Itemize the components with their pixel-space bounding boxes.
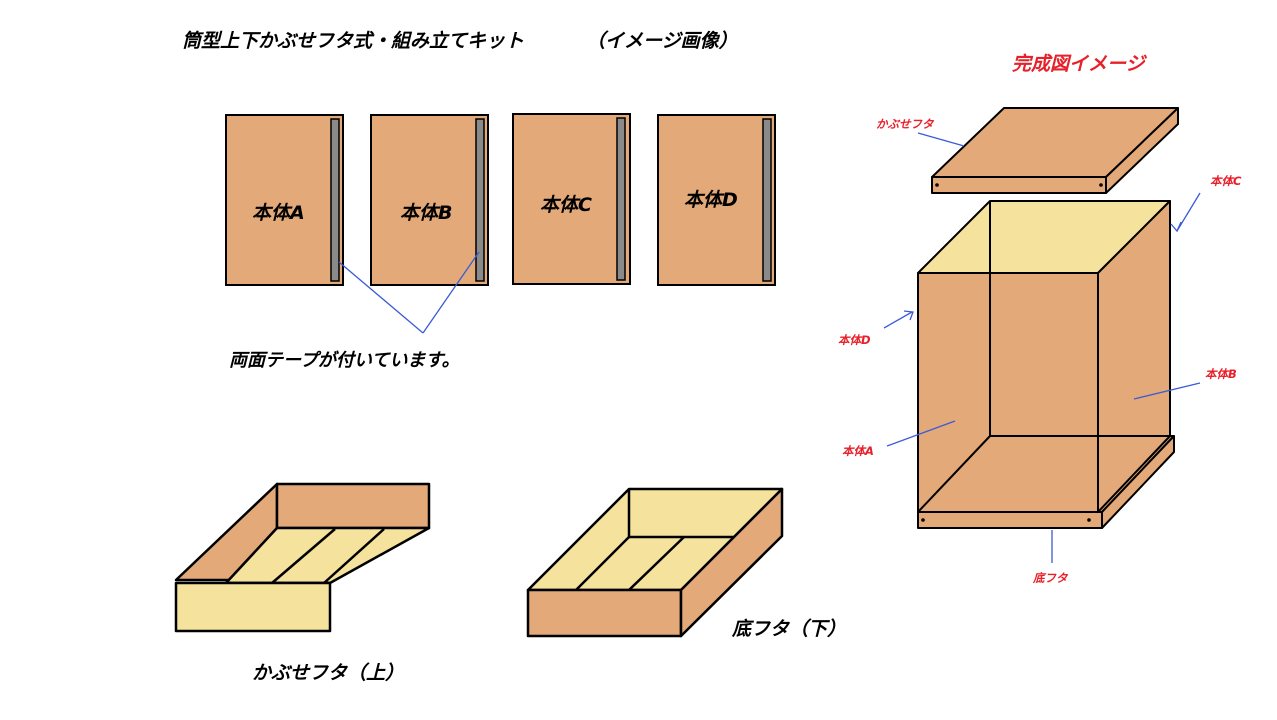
bottom-lid-caption: 底フタ（下） — [731, 618, 846, 640]
label-body-b: 本体B — [1205, 367, 1237, 381]
assembled-box — [917, 107, 1179, 529]
tape-callout-lines — [338, 251, 480, 334]
panel-d-label: 本体D — [684, 189, 738, 211]
assembly-callouts — [883, 132, 1201, 563]
rivet — [1087, 518, 1091, 522]
top-lid-drawing — [174, 482, 431, 633]
rivet — [935, 183, 939, 187]
tape-strip — [762, 118, 772, 282]
panel-d: 本体D — [657, 114, 776, 286]
panel-a-label: 本体A — [252, 202, 305, 224]
panel-b: 本体B — [370, 114, 489, 286]
tape-strip — [330, 118, 340, 282]
page-title: 筒型上下かぶせフタ式・組み立てキット — [182, 30, 524, 52]
rivet — [921, 518, 925, 522]
completed-title: 完成図イメージ — [1012, 53, 1148, 75]
label-body-c: 本体C — [1210, 174, 1242, 188]
top-lid-caption: かぶせフタ（上） — [252, 662, 404, 684]
title-note: （イメージ画像） — [586, 30, 738, 52]
tape-strip — [616, 117, 626, 281]
label-body-a: 本体A — [842, 444, 874, 458]
label-body-d: 本体D — [838, 333, 871, 347]
tape-note: 両面テープが付いています。 — [229, 350, 460, 371]
rivet — [1099, 183, 1103, 187]
bottom-lid-drawing — [526, 487, 784, 638]
label-lid: かぶせフタ — [876, 117, 935, 131]
tape-strip — [475, 118, 485, 282]
panel-c-label: 本体C — [540, 194, 592, 216]
label-bottom: 底フタ — [1032, 571, 1069, 585]
panel-b-label: 本体B — [400, 202, 452, 224]
panel-a: 本体A — [225, 114, 344, 286]
panel-c: 本体C — [512, 113, 631, 285]
